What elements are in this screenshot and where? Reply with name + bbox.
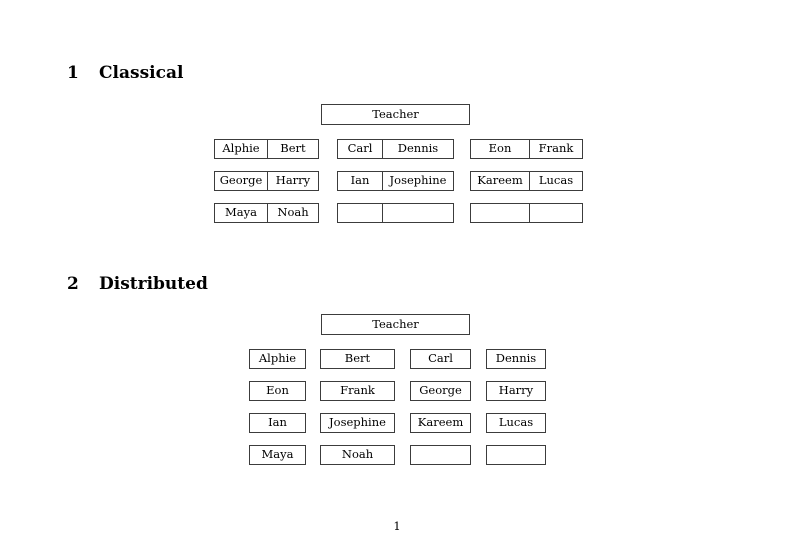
classical-group-row1-col1: Ian Josephine bbox=[337, 171, 454, 191]
classical-cell: Lucas bbox=[529, 172, 582, 190]
classical-cell: Bert bbox=[267, 140, 318, 158]
classical-cell-empty bbox=[382, 204, 453, 222]
classical-cell: Carl bbox=[347, 141, 373, 156]
classical-teacher-box: Teacher bbox=[321, 104, 470, 125]
classical-cell: Dennis bbox=[382, 140, 453, 158]
classical-diagram: Teacher Alphie Bert George Harry Maya No… bbox=[0, 104, 794, 224]
classical-group-row0-col2: Eon Frank bbox=[470, 139, 583, 159]
classical-cell: Eon bbox=[488, 141, 512, 156]
distributed-box: Dennis bbox=[486, 349, 546, 369]
distributed-box: Frank bbox=[320, 381, 395, 401]
classical-group-row2-col0: Maya Noah bbox=[214, 203, 319, 223]
distributed-box: Josephine bbox=[320, 413, 395, 433]
classical-cell-empty bbox=[338, 204, 382, 222]
classical-cell: Harry bbox=[267, 172, 318, 190]
distributed-box: Bert bbox=[320, 349, 395, 369]
distributed-box: Maya bbox=[249, 445, 306, 465]
classical-group-row0-col0: Alphie Bert bbox=[214, 139, 319, 159]
distributed-box-empty bbox=[410, 445, 471, 465]
distributed-box: George bbox=[410, 381, 471, 401]
section-heading-classical: 1 Classical bbox=[67, 65, 183, 82]
page-number: 1 bbox=[393, 519, 401, 533]
classical-cell: Maya bbox=[225, 205, 257, 220]
classical-cell: Alphie bbox=[222, 141, 260, 156]
distributed-box: Noah bbox=[320, 445, 395, 465]
section-heading-distributed: 2 Distributed bbox=[67, 276, 208, 293]
distributed-box: Alphie bbox=[249, 349, 306, 369]
classical-cell-empty bbox=[471, 204, 529, 222]
classical-group-row0-col1: Carl Dennis bbox=[337, 139, 454, 159]
classical-cell: Josephine bbox=[382, 172, 453, 190]
distributed-box: Kareem bbox=[410, 413, 471, 433]
section-title: Distributed bbox=[99, 274, 208, 294]
classical-group-row2-col1 bbox=[337, 203, 454, 223]
distributed-box: Ian bbox=[249, 413, 306, 433]
distributed-box: Carl bbox=[410, 349, 471, 369]
classical-cell: Noah bbox=[267, 204, 318, 222]
distributed-box: Eon bbox=[249, 381, 306, 401]
distributed-teacher-box: Teacher bbox=[321, 314, 470, 335]
section-title: Classical bbox=[99, 63, 184, 83]
classical-group-row1-col0: George Harry bbox=[214, 171, 319, 191]
distributed-box: Harry bbox=[486, 381, 546, 401]
distributed-box: Lucas bbox=[486, 413, 546, 433]
classical-cell: George bbox=[219, 173, 263, 188]
classical-group-row1-col2: Kareem Lucas bbox=[470, 171, 583, 191]
section-number: 2 bbox=[67, 274, 79, 294]
distributed-box-empty bbox=[486, 445, 546, 465]
classical-cell: Kareem bbox=[477, 173, 523, 188]
classical-group-row2-col2 bbox=[470, 203, 583, 223]
classical-cell-empty bbox=[529, 204, 582, 222]
section-number: 1 bbox=[67, 63, 79, 83]
classical-cell: Frank bbox=[529, 140, 582, 158]
classical-cell: Ian bbox=[350, 173, 370, 188]
distributed-diagram: Teacher Alphie Bert Carl Dennis Eon Fran… bbox=[0, 314, 794, 474]
